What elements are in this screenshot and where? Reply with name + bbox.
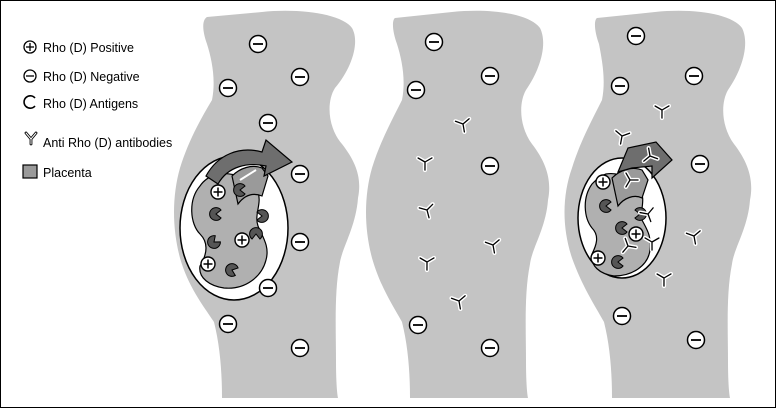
antigen-icon xyxy=(24,96,35,108)
mother-silhouette-2 xyxy=(366,11,549,398)
legend-antibodies: Anti Rho (D) antibodies xyxy=(43,136,172,150)
legend-rh-negative: Rho (D) Negative xyxy=(43,70,140,84)
placenta-swatch xyxy=(23,165,37,178)
rh-positive-icon xyxy=(24,41,36,53)
legend-placenta: Placenta xyxy=(43,166,92,180)
panel-3 xyxy=(565,11,752,398)
rh-negative-icon xyxy=(24,70,36,82)
legend: Rho (D) Positive Rho (D) Negative Rho (D… xyxy=(23,41,172,180)
legend-rh-positive: Rho (D) Positive xyxy=(43,41,134,55)
panel-2 xyxy=(366,11,549,398)
panel-1 xyxy=(174,11,359,398)
legend-antigens: Rho (D) Antigens xyxy=(43,97,138,111)
antibody-icon xyxy=(26,133,36,144)
